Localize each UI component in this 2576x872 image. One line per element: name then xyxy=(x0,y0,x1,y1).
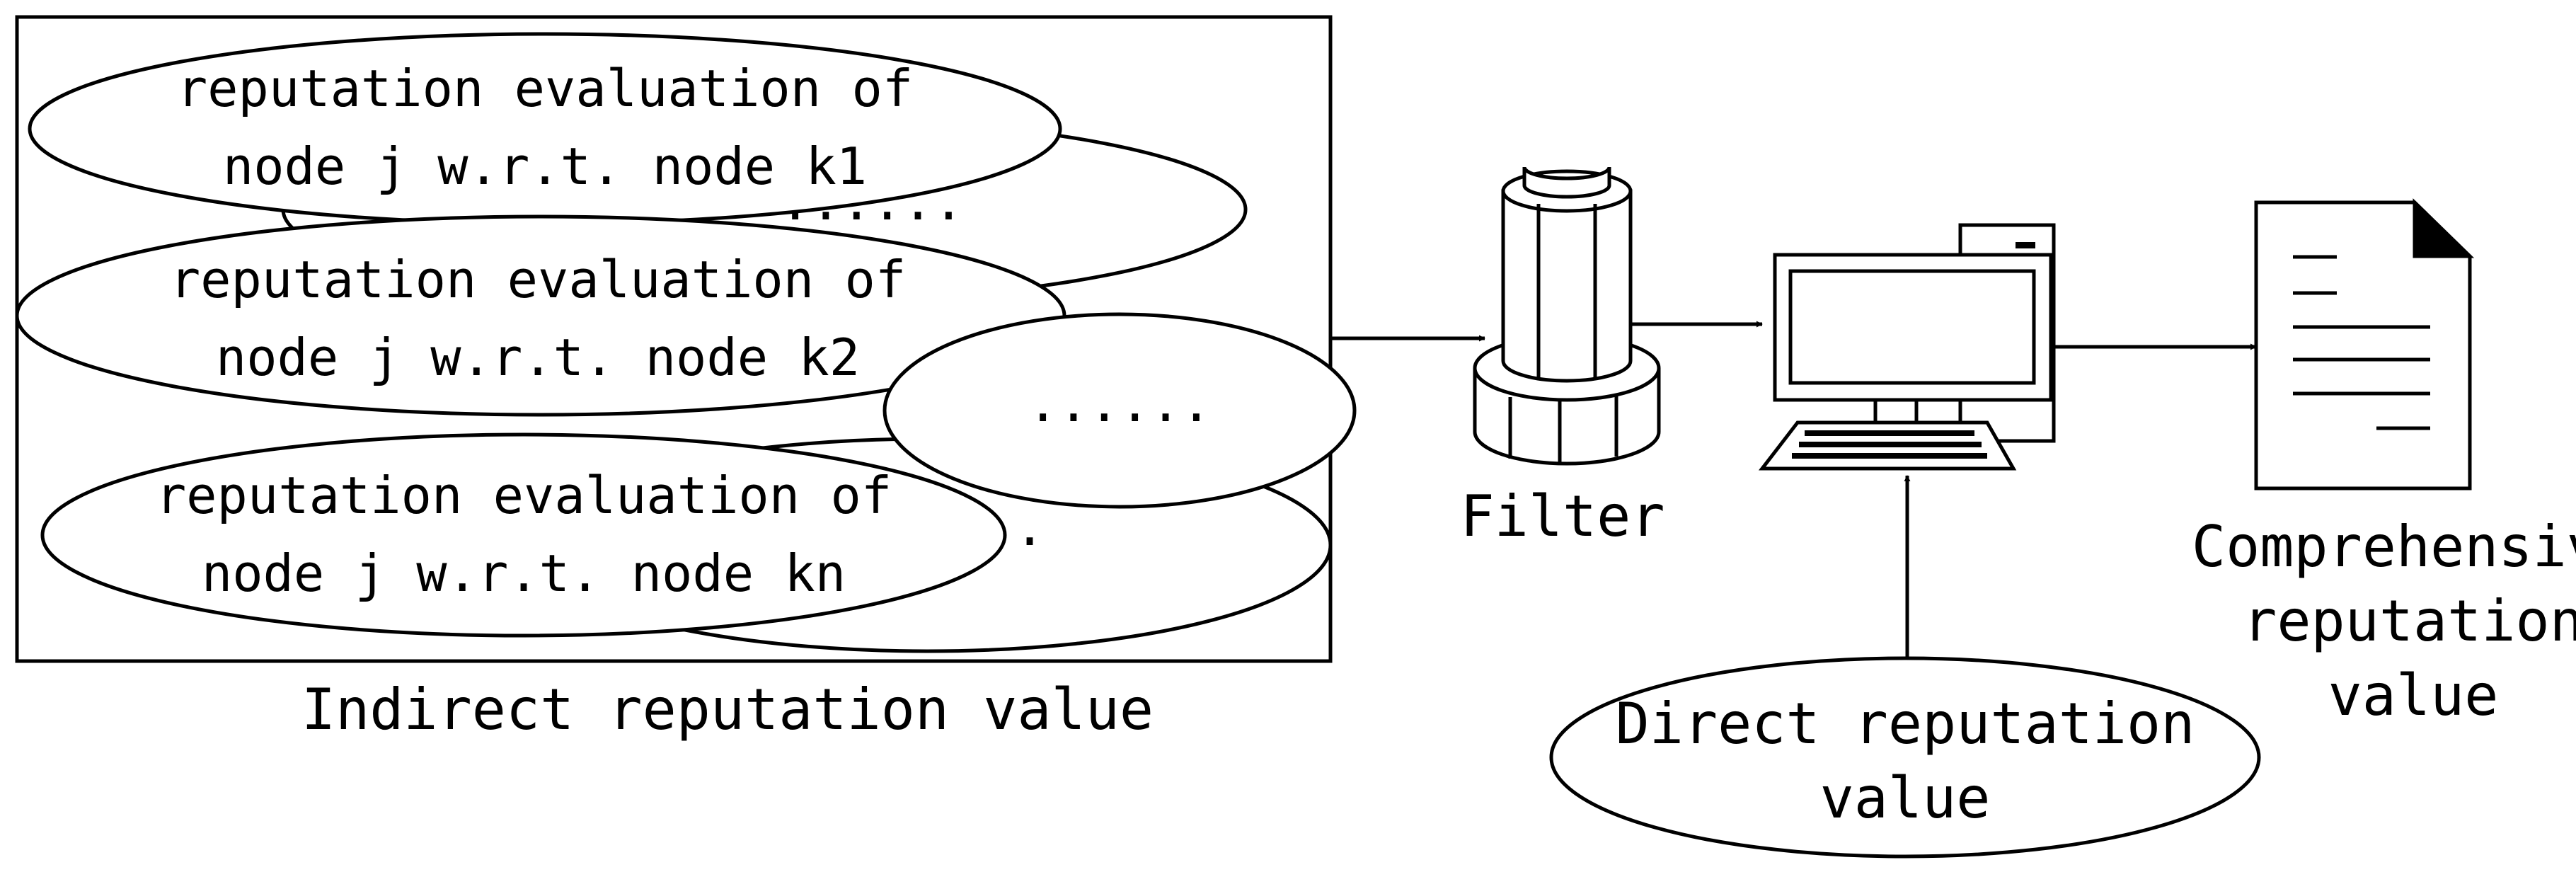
evaluation-k1-line1: reputation evaluation of xyxy=(177,59,913,118)
evaluation-ellipse-k2: reputation evaluation of node j w.r.t. n… xyxy=(15,214,1066,417)
filter-cylinder-icon xyxy=(1473,166,1661,466)
desktop-computer-icon xyxy=(1758,223,2056,471)
evaluation-k1-line2: node j w.r.t. node k1 xyxy=(223,137,867,196)
indirect-reputation-label: Indirect reputation value xyxy=(301,677,1154,742)
ellipsis-dot: . xyxy=(1014,498,1045,557)
ellipsis-front: ...... xyxy=(1028,374,1212,433)
evaluation-k2-line1: reputation evaluation of xyxy=(170,250,906,309)
output-label-line1: Comprehensive xyxy=(2192,514,2576,580)
direct-label-line1: Direct reputation xyxy=(1616,691,2195,757)
output-label-line3: value xyxy=(2328,662,2499,728)
evaluation-ellipse-k1: reputation evaluation of node j w.r.t. n… xyxy=(28,32,1062,226)
evaluation-ellipse-kn: reputation evaluation of node j w.r.t. n… xyxy=(40,432,1007,638)
evaluation-kn-line1: reputation evaluation of xyxy=(156,466,892,525)
evaluation-kn-line2: node j w.r.t. node kn xyxy=(202,544,846,603)
direct-reputation-ellipse: Direct reputation value xyxy=(1549,656,2261,859)
filter-label: Filter xyxy=(1461,483,1665,549)
evaluation-k2-line2: node j w.r.t. node k2 xyxy=(216,328,860,387)
direct-label-line2: value xyxy=(1820,765,1991,831)
output-label-line2: reputation xyxy=(2243,588,2576,654)
document-icon xyxy=(2254,198,2475,490)
ellipsis-ellipse: ...... xyxy=(882,312,1357,509)
